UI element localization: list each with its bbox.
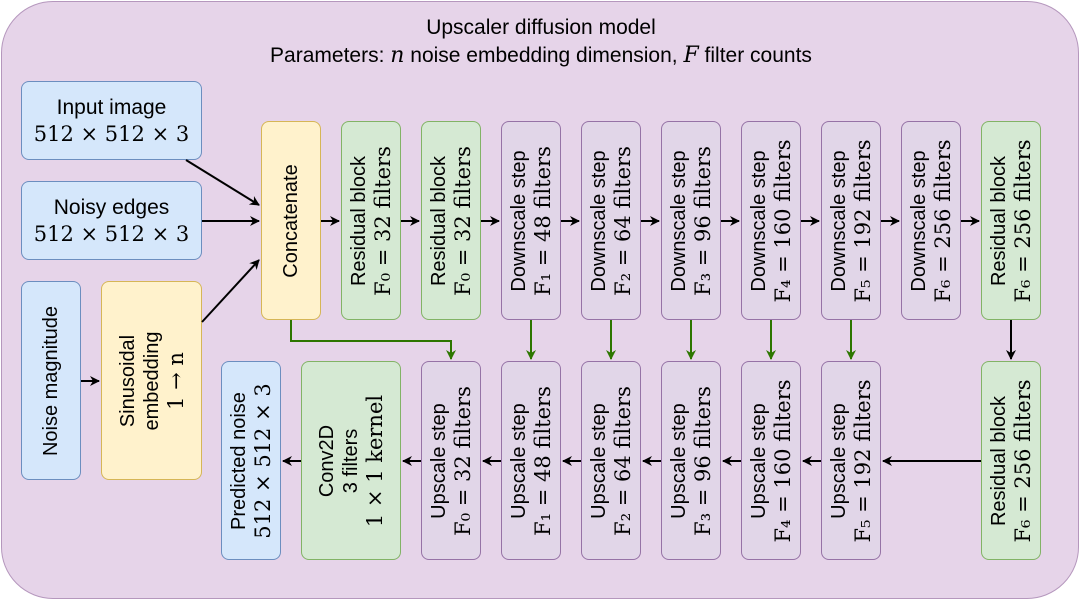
noise-magnitude-box: Noise magnitude [21,281,81,480]
noisy-edges-box: Noisy edges 512 × 512 × 3 [21,181,202,260]
diagram-subtitle: Parameters: n noise embedding dimension,… [270,43,812,68]
arrow-input-to-concat [185,159,260,206]
input-image-box: Input image 512 × 512 × 3 [21,81,202,160]
conv2d-box: Conv2D 3 filters 1 × 1 kernel [301,361,401,560]
arrow-embedding-to-concat [201,259,260,323]
concatenate-box: Concatenate [261,121,321,320]
skip-concat-to-upscale [290,320,456,360]
sinusoidal-embedding-box: Sinusoidal embedding 1 → n [101,281,202,480]
diagram-title: Upscaler diffusion model [426,16,656,39]
